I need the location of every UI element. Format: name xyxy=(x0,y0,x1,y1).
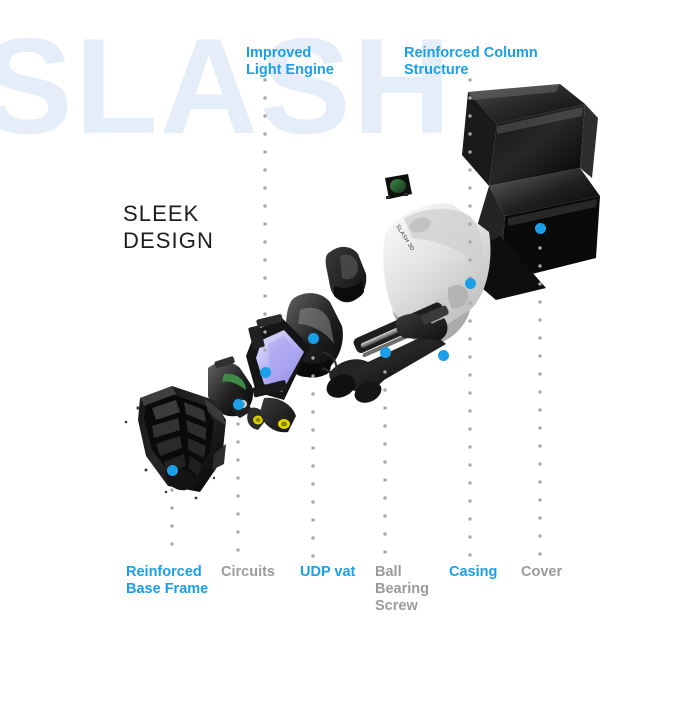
leader-udp-vat xyxy=(311,338,315,558)
leader-column-structure xyxy=(468,78,472,283)
component-column-arm xyxy=(325,246,367,303)
anchor-circuits[interactable] xyxy=(232,398,244,410)
label-base-frame[interactable]: Reinforced Base Frame xyxy=(126,564,209,597)
component-sensor-module xyxy=(385,174,412,199)
leader-base-frame xyxy=(170,470,174,558)
label-cover[interactable]: Cover xyxy=(521,564,563,580)
leader-cover xyxy=(538,228,542,558)
decorative-specks xyxy=(124,406,216,500)
leader-ball-bearing xyxy=(383,352,387,558)
component-ball-bearing-screw xyxy=(321,302,449,403)
anchor-udp-vat[interactable] xyxy=(307,332,319,344)
label-ball-bearing[interactable]: Ball Bearing Screw xyxy=(375,564,429,614)
component-base-frame xyxy=(138,386,226,492)
anchor-cover[interactable] xyxy=(534,222,546,234)
watermark-slash: SLASH xyxy=(0,10,453,162)
label-casing[interactable]: Casing xyxy=(449,564,498,580)
anchor-light-engine[interactable] xyxy=(259,366,271,378)
anchor-casing[interactable] xyxy=(437,349,449,361)
label-column-structure[interactable]: Reinforced Column Structure xyxy=(404,45,538,78)
label-udp-vat[interactable]: UDP vat xyxy=(300,564,356,580)
label-light-engine[interactable]: Improved Light Engine xyxy=(246,45,334,78)
label-circuits[interactable]: Circuits xyxy=(221,564,275,580)
anchor-column-structure[interactable] xyxy=(464,277,476,289)
page-title: SLEEK DESIGN xyxy=(123,201,214,253)
anchor-base-frame[interactable] xyxy=(166,464,178,476)
leader-light-engine xyxy=(263,78,267,378)
anchor-ball-bearing[interactable] xyxy=(379,346,391,358)
leader-casing xyxy=(468,283,472,558)
leader-circuits xyxy=(236,404,240,558)
